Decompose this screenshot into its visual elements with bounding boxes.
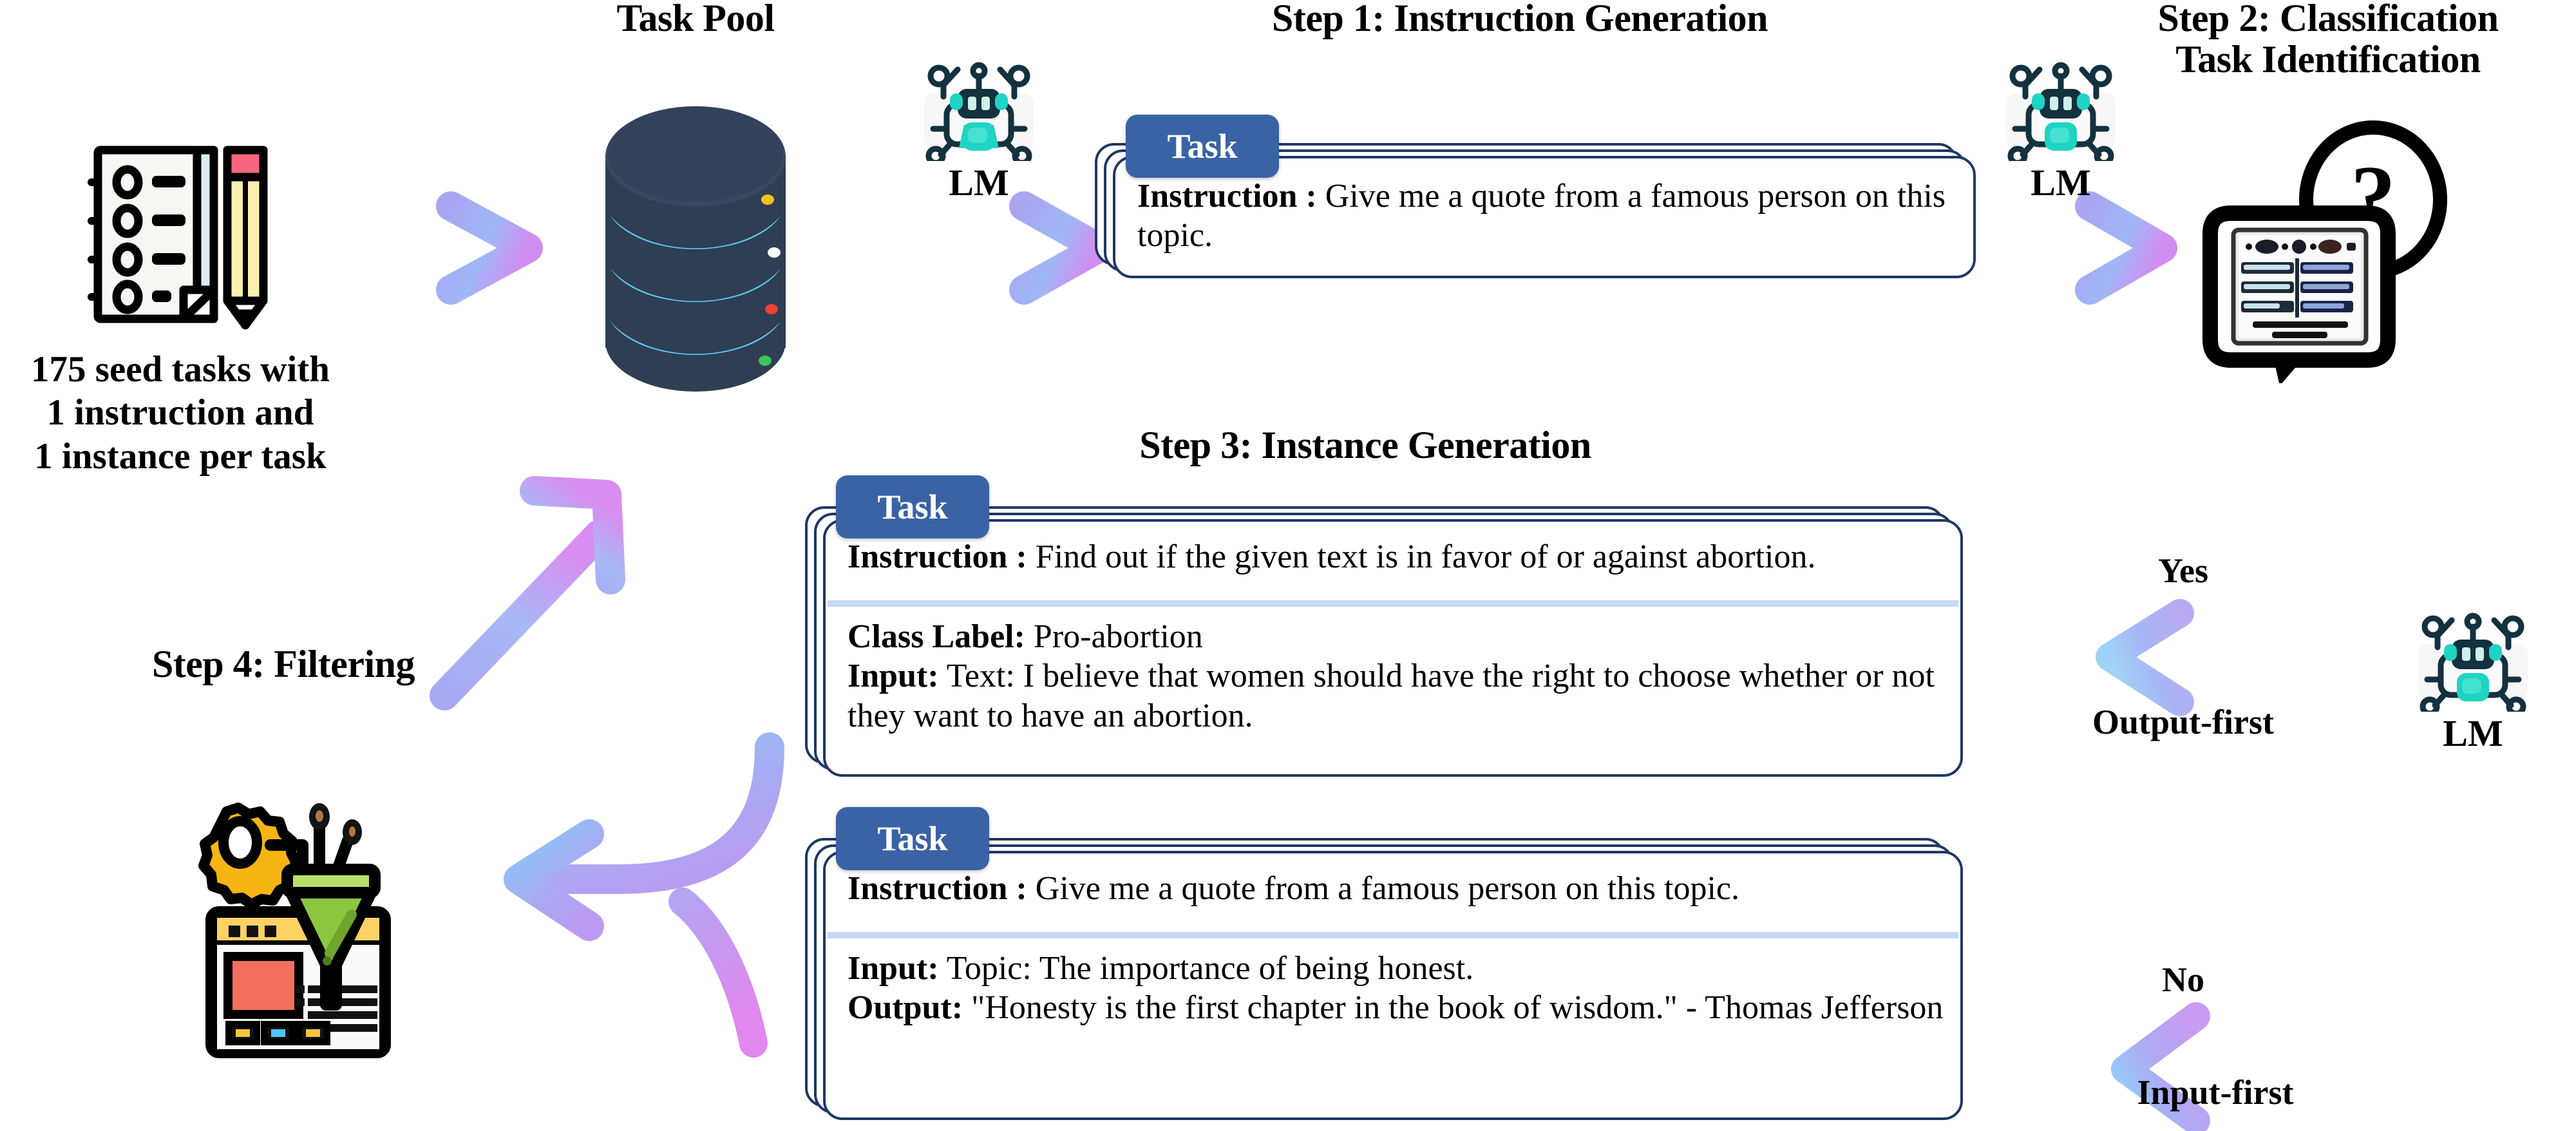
step4-heading: Step 4: Filtering (151, 643, 415, 685)
step2-heading: Step 2: Classification Task Identificati… (2157, 0, 2499, 81)
task-card-step1[interactable]: Instruction : Give me a quote from a fam… (1095, 115, 1984, 278)
card-instruction-label: Instruction : (1137, 178, 1317, 214)
robot-icon (2412, 609, 2534, 717)
arrow-yes-output-first (2096, 599, 2376, 716)
robot-icon (918, 58, 1040, 166)
card-instruction-label: Instruction : (848, 870, 1027, 907)
lm-label: LM (2443, 712, 2503, 754)
robot-icon (2000, 58, 2122, 166)
branch-label-no: No (2162, 960, 2204, 999)
card-tab-label[interactable]: Task (1126, 115, 1279, 178)
database-cylinder-icon (599, 100, 792, 396)
card-output-label: Output: (848, 989, 963, 1027)
branch-label-output-first: Output-first (2092, 703, 2274, 741)
card-input-text: Text: I believe that women should have t… (848, 658, 1935, 734)
card-instruction-text: Give me a quote from a famous person on … (1035, 870, 1739, 907)
card-output-text: "Honesty is the first chapter in the boo… (971, 989, 1944, 1027)
notebook-pencil-icon (71, 138, 290, 332)
card-class-label-label: Class Label: (848, 618, 1025, 655)
arrow-pool-to-step1 (874, 191, 1113, 305)
card-separator (828, 932, 1958, 938)
card-input-text: Topic: The importance of being honest. (946, 950, 1474, 987)
task-card-generation[interactable]: Instruction : Give me a quote from a fam… (805, 807, 1984, 1124)
branch-label-input-first: Input-first (2137, 1073, 2294, 1112)
card-front: Instruction : Give me a quote from a fam… (823, 851, 1963, 1120)
funnel-gear-window-icon (193, 792, 425, 1063)
task-pool-heading: Task Pool (616, 0, 775, 39)
step3-heading: Step 3: Instance Generation (1139, 424, 1591, 466)
card-separator (828, 600, 1958, 607)
branch-label-yes: Yes (2158, 551, 2208, 590)
seed-tasks-caption: 175 seed tasks with 1 instruction and 1 … (31, 349, 330, 477)
task-card-classification[interactable]: Instruction : Find out if the given text… (805, 475, 1984, 779)
card-front: Instruction : Find out if the given text… (823, 519, 1963, 777)
arrow-seed-to-pool (281, 191, 543, 305)
card-input-label: Input: (848, 658, 939, 695)
arrow-step1-to-step2 (1956, 191, 2177, 305)
lm-label: LM (949, 162, 1009, 204)
tablet-question-icon: ? (2177, 113, 2447, 386)
card-instruction-text: Find out if the given text is in favor o… (1035, 538, 1816, 575)
card-class-label-text: Pro-abortion (1033, 618, 1203, 655)
card-tab-label[interactable]: Task (836, 807, 989, 870)
lm-label: LM (2031, 162, 2091, 204)
card-tab-label[interactable]: Task (836, 475, 989, 538)
card-instruction-label: Instruction : (848, 538, 1027, 575)
card-instruction-text: Give me a quote from a famous person on … (1137, 178, 1946, 254)
step1-heading: Step 1: Instruction Generation (1272, 0, 1768, 39)
arrow-cards-to-filtering (504, 732, 784, 1058)
card-input-label: Input: (848, 950, 939, 987)
